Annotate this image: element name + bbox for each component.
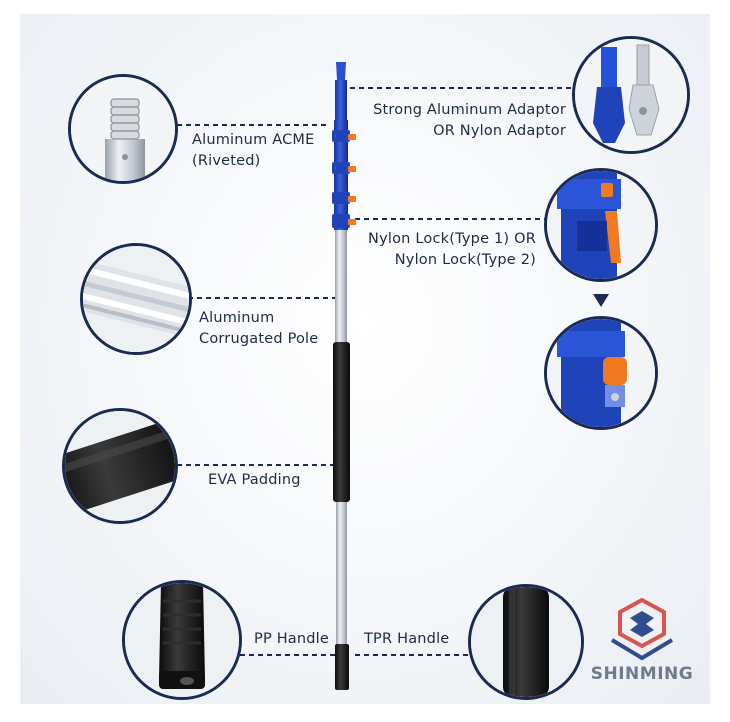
detail-lock-type2-circle bbox=[544, 316, 658, 430]
label-pp-handle: PP Handle bbox=[254, 631, 330, 647]
detail-tpr-handle-circle bbox=[468, 584, 584, 700]
detail-eva-circle bbox=[62, 408, 178, 524]
detail-corrugated-circle bbox=[80, 243, 192, 355]
label-acme-line1: Aluminum ACME bbox=[192, 132, 315, 148]
label-eva: EVA Padding bbox=[208, 472, 301, 488]
telescopic-pole bbox=[332, 62, 356, 690]
label-nylon-lock-line2: Nylon Lock(Type 2) bbox=[394, 252, 536, 268]
brand-mark-icon bbox=[610, 597, 674, 661]
label-corrugated: Aluminum Corrugated Pole bbox=[199, 308, 318, 350]
label-acme: Aluminum ACME (Riveted) bbox=[192, 130, 314, 172]
label-corrugated-line2: Corrugated Pole bbox=[199, 331, 319, 347]
arrow-down-icon bbox=[593, 294, 609, 307]
detail-lock-type1-circle bbox=[544, 168, 658, 282]
detail-acme-circle bbox=[68, 74, 178, 184]
detail-pp-handle-circle bbox=[122, 580, 242, 700]
label-adaptor-line2: OR Nylon Adaptor bbox=[433, 123, 566, 139]
label-nylon-lock: Nylon Lock(Type 1) OR Nylon Lock(Type 2) bbox=[350, 229, 536, 271]
connector-lines bbox=[150, 87, 590, 656]
label-nylon-lock-line1: Nylon Lock(Type 1) OR bbox=[368, 231, 536, 247]
label-adaptor: Strong Aluminum Adaptor OR Nylon Adaptor bbox=[350, 100, 566, 142]
brand-name: SHINMING bbox=[590, 664, 694, 684]
label-tpr-handle: TPR Handle bbox=[364, 631, 450, 647]
label-adaptor-line1: Strong Aluminum Adaptor bbox=[373, 102, 566, 118]
label-acme-line2: (Riveted) bbox=[192, 153, 261, 169]
label-corrugated-line1: Aluminum bbox=[199, 310, 275, 326]
detail-adaptor-circle bbox=[572, 36, 690, 154]
